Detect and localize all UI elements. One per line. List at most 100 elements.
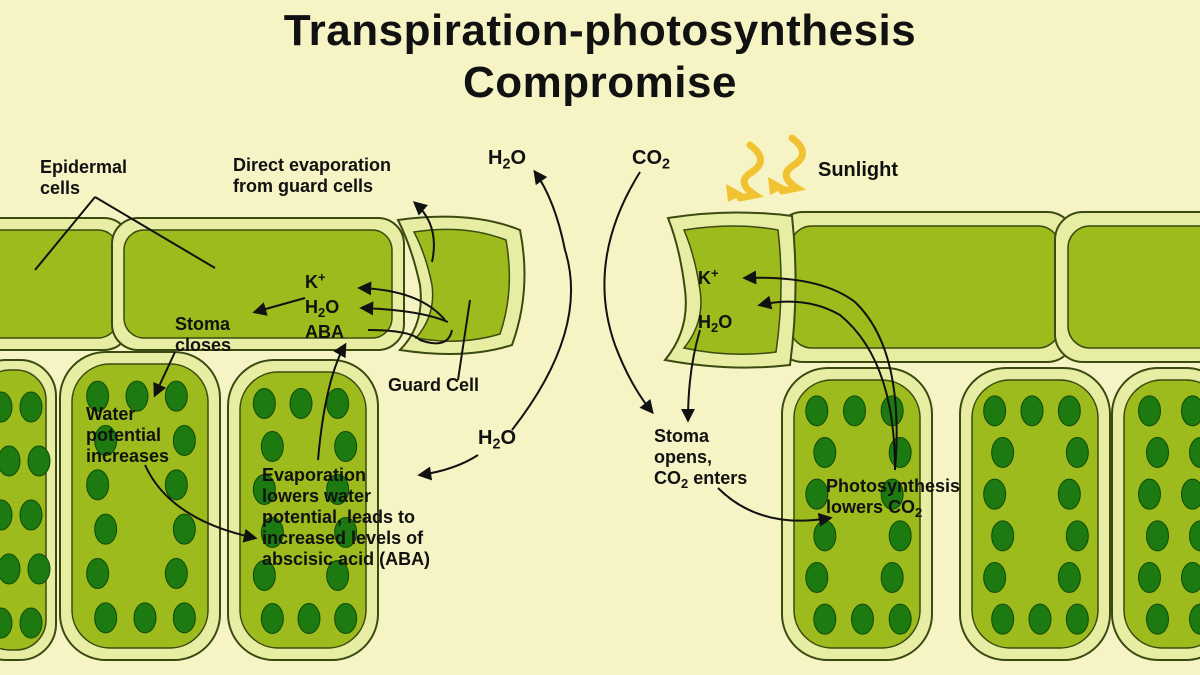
right-chloroplasts <box>805 395 1200 635</box>
diagram-title-line1: Transpiration-photosynthesis <box>283 6 917 55</box>
label-water-potential: Water potential increases <box>86 404 170 466</box>
chloroplast <box>805 395 829 427</box>
sun-ray-icon <box>726 134 807 202</box>
chloroplast <box>1020 395 1044 427</box>
chloroplast <box>27 445 51 477</box>
chloroplast <box>1138 478 1161 510</box>
chloroplast <box>805 562 829 593</box>
chloroplast <box>888 603 912 635</box>
label-aba: ABA <box>305 322 344 342</box>
chloroplast <box>1057 478 1081 510</box>
chloroplast <box>297 603 321 634</box>
chloroplast <box>0 445 21 477</box>
chloroplast <box>1057 562 1081 593</box>
left-guard-cell <box>396 215 526 355</box>
chloroplast <box>880 478 904 510</box>
chloroplast <box>1181 395 1200 427</box>
label-stoma-closes: Stoma closes <box>175 314 232 355</box>
chloroplast <box>880 562 904 593</box>
chloroplast <box>991 520 1015 552</box>
right-guard-cell <box>663 211 797 369</box>
chloroplast <box>1189 603 1200 635</box>
chloroplast <box>94 513 118 545</box>
chloroplast <box>983 562 1007 593</box>
chloroplast <box>86 380 110 412</box>
chloroplast <box>1146 437 1169 468</box>
label-evaporation: Evaporation lowers water potential, lead… <box>262 465 431 569</box>
chloroplast <box>813 603 837 635</box>
left-arrows <box>34 169 573 543</box>
label-stoma-opens: Stoma opens, CO2 enters <box>654 426 748 491</box>
chloroplast <box>0 607 13 639</box>
chloroplast <box>888 520 912 552</box>
chloroplast <box>19 391 43 423</box>
diagram-title-line2: Compromise <box>463 58 737 107</box>
chloroplast <box>1181 478 1200 510</box>
chloroplast <box>19 607 43 639</box>
label-co2-top: CO2 <box>632 147 671 173</box>
left-chloroplasts <box>0 380 358 639</box>
chloroplast <box>1138 395 1161 427</box>
chloroplast <box>851 603 874 635</box>
chloroplast <box>1189 520 1200 552</box>
chloroplast <box>334 603 358 634</box>
chloroplast <box>1181 562 1200 593</box>
chloroplast <box>1138 562 1161 593</box>
label-k-left: K+ <box>305 269 326 292</box>
chloroplast <box>1065 437 1089 468</box>
chloroplast <box>172 425 196 456</box>
chloroplast <box>326 388 350 419</box>
label-guard-cell: Guard Cell <box>388 375 480 395</box>
chloroplast <box>133 602 157 634</box>
label-k-right: K+ <box>698 265 719 288</box>
chloroplast <box>252 388 276 419</box>
chloroplast <box>1065 603 1089 635</box>
chloroplast <box>1028 603 1052 635</box>
chloroplast <box>983 478 1007 510</box>
label-epidermal-cells: Epidermal cells <box>40 157 128 198</box>
chloroplast <box>1057 395 1081 427</box>
chloroplast <box>813 437 837 468</box>
chloroplast <box>252 560 276 591</box>
chloroplast <box>983 395 1007 427</box>
chloroplast <box>86 469 110 501</box>
label-photosynthesis: Photosynthesis lowers CO2 <box>826 476 961 520</box>
label-h2o-right: H2O <box>698 312 733 335</box>
label-sunlight: Sunlight <box>818 159 898 181</box>
label-h2o-top: H2O <box>488 147 527 173</box>
chloroplast <box>1146 520 1169 552</box>
chloroplast <box>0 499 13 531</box>
label-h2o-left: H2O <box>305 297 340 320</box>
label-direct-evaporation: Direct evaporation from guard cells <box>233 155 392 196</box>
chloroplast <box>326 560 350 591</box>
chloroplast <box>1146 603 1169 635</box>
chloroplast <box>1189 437 1200 468</box>
chloroplast <box>289 388 313 419</box>
chloroplast <box>172 513 196 545</box>
right-arrows <box>603 171 898 527</box>
chloroplast <box>991 437 1015 468</box>
chloroplast <box>843 395 866 427</box>
chloroplast <box>172 602 196 634</box>
right-epidermal-row <box>774 211 1200 363</box>
chloroplast <box>334 517 358 548</box>
chloroplast <box>1065 520 1089 552</box>
chloroplast <box>164 469 188 501</box>
chloroplast <box>27 553 51 585</box>
chloroplast <box>805 478 829 510</box>
chloroplast <box>125 380 149 412</box>
chloroplast <box>86 558 110 589</box>
label-h2o-mid: H2O <box>478 427 517 453</box>
chloroplast <box>252 474 276 505</box>
chloroplast <box>260 603 284 634</box>
chloroplast <box>94 425 118 456</box>
chloroplast <box>0 391 13 423</box>
chloroplast <box>19 499 43 531</box>
chloroplast <box>164 558 188 589</box>
chloroplast <box>260 517 284 548</box>
chloroplast <box>94 602 118 634</box>
chloroplast <box>334 431 358 462</box>
chloroplast <box>991 603 1015 635</box>
